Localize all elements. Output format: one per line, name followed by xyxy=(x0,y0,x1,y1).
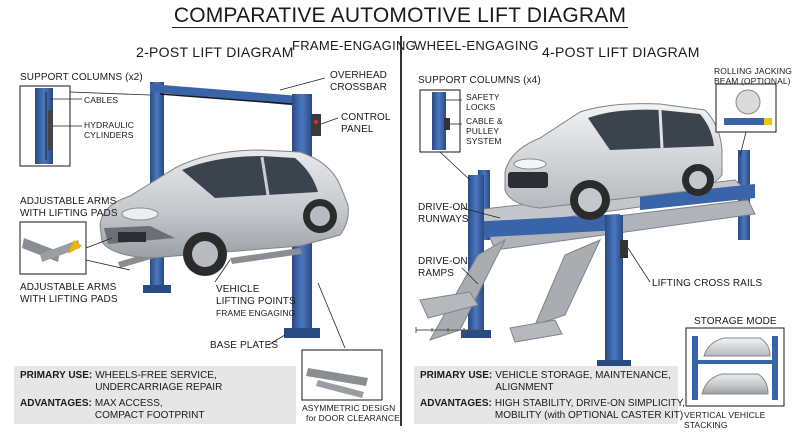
safety-locks-label: SAFETY LOCKS xyxy=(466,92,500,112)
storage-mode-label: STORAGE MODE xyxy=(694,316,777,327)
primary-use-text-right: VEHICLE STORAGE, MAINTENANCE, ALIGNMENT xyxy=(495,370,671,393)
cross-rails-label: LIFTING CROSS RAILS xyxy=(652,278,763,289)
four-post-info-box: PRIMARY USE:VEHICLE STORAGE, MAINTENANCE… xyxy=(414,366,685,424)
lifting-points-label: VEHICLE LIFTING POINTS xyxy=(216,284,296,307)
four-post-heading: 4-POST LIFT DIAGRAM xyxy=(542,44,700,60)
asymmetric-label: ASYMMETRIC DESIGN xyxy=(302,403,396,413)
cable-pulley-label: CABLE & PULLEY SYSTEM xyxy=(466,116,503,146)
arms-label-bottom: ADJUSTABLE ARMS WITH LIFTING PADS xyxy=(20,282,118,305)
rolling-beam-label: ROLLING JACKING BEAM (OPTIONAL) xyxy=(714,66,793,86)
hydraulic-label: HYDRAULIC CYLINDERS xyxy=(84,120,135,140)
suv-car xyxy=(504,103,723,220)
frame-engaging-tag: FRAME-ENGAGING xyxy=(292,38,417,53)
ramp-left xyxy=(428,238,507,341)
vertical-stacking-label: VERTICAL VEHICLE STACKING xyxy=(684,410,766,430)
wheel-engaging-tag: WHEEL-ENGAGING xyxy=(414,38,539,53)
cables-label: CABLES xyxy=(84,95,119,105)
advantages-label: ADVANTAGES: xyxy=(20,398,92,409)
ramp-right xyxy=(534,239,602,326)
frame-engaging-sublabel: FRAME ENGAGING xyxy=(216,308,296,318)
support-columns-x4-label: SUPPORT COLUMNS (x4) xyxy=(418,75,541,86)
page-title: COMPARATIVE AUTOMOTIVE LIFT DIAGRAM xyxy=(171,4,629,28)
two-post-heading: 2-POST LIFT DIAGRAM xyxy=(136,44,294,60)
cross-rail-front xyxy=(470,214,620,238)
front-column-right xyxy=(605,215,623,365)
overhead-crossbar-label: OVERHEAD CROSSBAR xyxy=(330,70,387,93)
four-post-lift xyxy=(415,83,785,407)
primary-use-label-right: PRIMARY USE: xyxy=(420,370,493,381)
lift-arm xyxy=(230,248,302,264)
sedan-car xyxy=(99,149,349,276)
door-clearance-label: for DOOR CLEARANCE xyxy=(306,413,400,423)
control-panel xyxy=(311,114,321,136)
two-post-lift xyxy=(19,77,383,401)
arms-label-top: ADJUSTABLE ARMS WITH LIFTING PADS xyxy=(20,196,118,219)
section-divider xyxy=(400,36,402,426)
support-columns-label: SUPPORT COLUMNS (x2) xyxy=(20,72,143,83)
ramps-label: DRIVE-ON RAMPS xyxy=(418,256,468,279)
overhead-crossbar xyxy=(150,84,300,106)
runways-label: DRIVE-ON RUNWAYS xyxy=(418,202,469,225)
advantages-text-right: HIGH STABILITY, DRIVE-ON SIMPLICITY, MOB… xyxy=(494,398,685,421)
two-post-info-box: PRIMARY USE:WHEELS-FREE SERVICE, UNDERCA… xyxy=(14,366,296,424)
primary-use-label: PRIMARY USE: xyxy=(20,370,93,381)
primary-use-text: WHEELS-FREE SERVICE, UNDERCARRIAGE REPAI… xyxy=(95,370,223,393)
base-plates-label: BASE PLATES xyxy=(210,340,279,351)
control-panel-label: CONTROL PANEL xyxy=(341,112,391,135)
advantages-label-right: ADVANTAGES: xyxy=(420,398,492,409)
advantages-text: MAX ACCESS, COMPACT FOOTPRINT xyxy=(94,398,205,421)
